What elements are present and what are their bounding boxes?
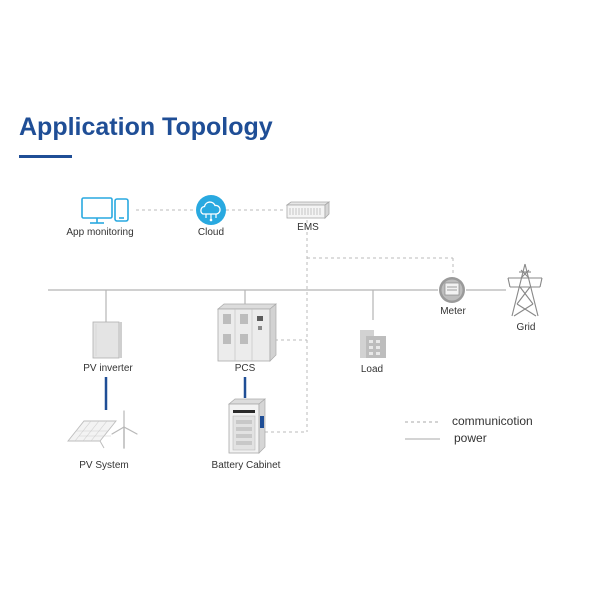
page-title: Application Topology xyxy=(19,113,273,141)
pv-inverter-icon xyxy=(92,321,122,359)
label-app-monitoring: App monitoring xyxy=(66,227,134,238)
pcs-cabinet-icon xyxy=(217,303,277,362)
label-pcs: PCS xyxy=(234,363,256,374)
battery-cabinet-icon xyxy=(228,398,266,454)
legend-power-label: power xyxy=(454,431,487,445)
solar-panel-icon xyxy=(67,420,117,449)
monitor-phone-icon xyxy=(81,197,129,224)
ems-unit-icon xyxy=(285,201,331,219)
title-underline xyxy=(19,155,72,158)
label-pv-system: PV System xyxy=(79,460,129,471)
label-battery-cabinet: Battery Cabinet xyxy=(211,460,281,471)
wind-turbine-icon xyxy=(111,410,138,449)
label-pv-inverter: PV inverter xyxy=(83,363,133,374)
meter-icon xyxy=(439,277,465,303)
label-ems: EMS xyxy=(297,222,319,233)
label-load: Load xyxy=(360,364,384,375)
label-meter: Meter xyxy=(440,306,466,317)
building-icon xyxy=(360,330,386,358)
label-grid: Grid xyxy=(516,322,536,333)
legend-communication-label: communicotion xyxy=(452,414,533,428)
cloud-icon xyxy=(196,195,226,225)
transmission-tower-icon xyxy=(507,263,543,317)
label-cloud: Cloud xyxy=(197,227,225,238)
